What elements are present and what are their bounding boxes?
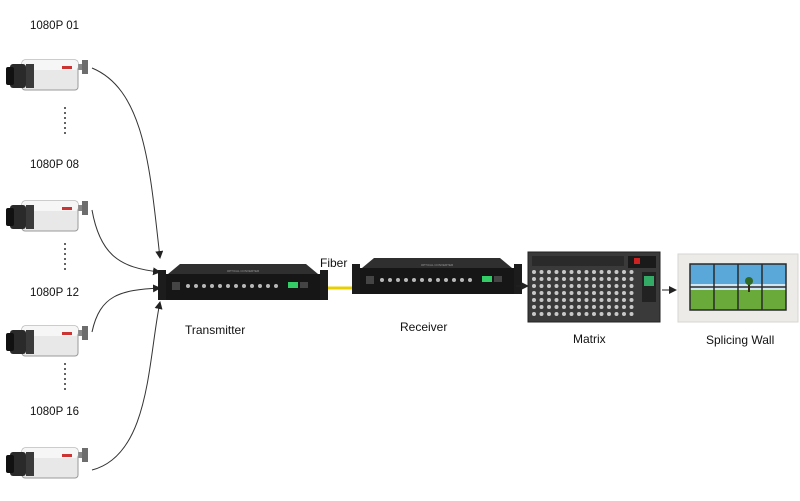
matrix-label: Matrix bbox=[573, 332, 606, 346]
camera-16-icon bbox=[6, 447, 89, 479]
ellipsis-dots bbox=[64, 107, 66, 390]
transmitter-device bbox=[158, 264, 328, 300]
camera-01-icon bbox=[6, 59, 89, 91]
camera-08-icon bbox=[6, 200, 89, 232]
camera-label-16: 1080P 16 bbox=[30, 406, 79, 418]
camera-label-08: 1080P 08 bbox=[30, 159, 79, 171]
matrix-device bbox=[527, 251, 661, 323]
camera-label-01: 1080P 01 bbox=[30, 20, 79, 32]
splicing-wall-display bbox=[677, 253, 799, 323]
fiber-label: Fiber bbox=[320, 256, 347, 270]
camera-label-12: 1080P 12 bbox=[30, 287, 79, 299]
link-camera-01 bbox=[91, 67, 164, 259]
link-camera-12 bbox=[91, 284, 161, 333]
splicing-wall-label: Splicing Wall bbox=[706, 333, 774, 347]
receiver-label: Receiver bbox=[400, 320, 447, 334]
link-camera-08 bbox=[91, 209, 161, 276]
camera-12-icon bbox=[6, 325, 89, 357]
receiver-device bbox=[352, 258, 522, 294]
link-camera-16 bbox=[91, 301, 163, 471]
transmitter-label: Transmitter bbox=[185, 323, 245, 337]
